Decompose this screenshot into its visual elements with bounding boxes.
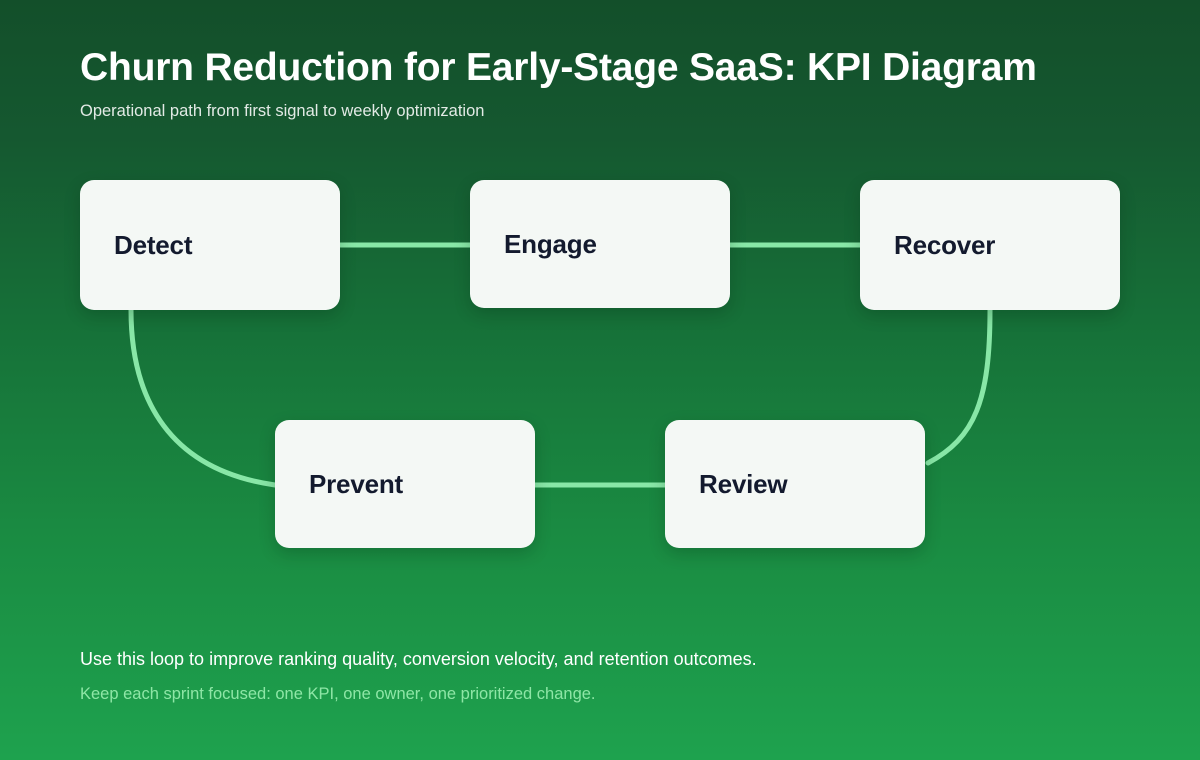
node-prevent-label: Prevent <box>309 468 403 499</box>
node-detect-label: Detect <box>114 229 193 260</box>
page-footer: Use this loop to improve ranking quality… <box>80 646 1120 705</box>
node-detect[interactable]: Detect <box>80 180 340 310</box>
edge-prevent-detect <box>128 307 278 488</box>
footer-secondary-text: Keep each sprint focused: one KPI, one o… <box>80 685 596 703</box>
node-engage[interactable]: Engage <box>470 180 730 308</box>
page-subtitle: Operational path from first signal to we… <box>80 102 485 120</box>
node-engage-label: Engage <box>504 228 597 259</box>
node-prevent[interactable]: Prevent <box>275 420 535 548</box>
page-header: Churn Reduction for Early-Stage SaaS: KP… <box>80 44 1140 122</box>
footer-primary-text: Use this loop to improve ranking quality… <box>80 649 757 669</box>
node-review-label: Review <box>699 468 788 499</box>
page-title: Churn Reduction for Early-Stage SaaS: KP… <box>80 46 1037 89</box>
edge-recover-review <box>925 307 993 466</box>
node-review[interactable]: Review <box>665 420 925 548</box>
node-recover-label: Recover <box>894 229 996 260</box>
node-recover[interactable]: Recover <box>860 180 1120 310</box>
